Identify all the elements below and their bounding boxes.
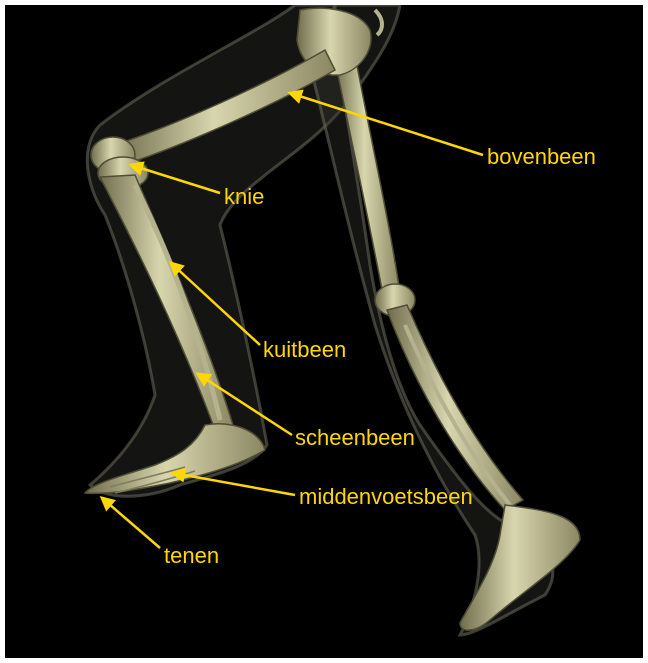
leader-tenen [102,498,160,548]
label-scheenbeen: scheenbeen [295,426,415,450]
anatomy-diagram: bovenbeen knie kuitbeen scheenbeen midde… [5,5,643,658]
label-bovenbeen: bovenbeen [487,145,596,169]
skin-silhouette [87,5,553,635]
label-kuitbeen: kuitbeen [263,338,346,362]
label-middenvoetsbeen: middenvoetsbeen [299,485,473,509]
label-tenen: tenen [164,544,219,568]
leg-skeleton-illustration [5,5,643,658]
back-leg-bones [335,55,580,630]
leader-middenvoetsbeen [173,473,295,495]
label-knie: knie [224,185,264,209]
